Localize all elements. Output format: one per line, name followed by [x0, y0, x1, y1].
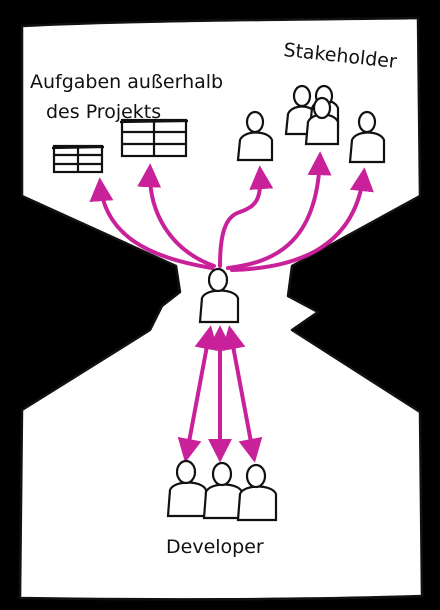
arrow-to-stakeholder-3 [230, 167, 374, 272]
developer-arrows [177, 325, 263, 463]
tasks-label-line2-visible: des Projekts [46, 101, 161, 123]
tasks-label-line1: Aufgaben außerhalb [30, 71, 223, 93]
arrow-dev-right [221, 325, 263, 463]
stakeholder-person-icon [348, 110, 386, 164]
arrow-to-task-2 [137, 163, 216, 268]
arrow-to-task-1 [89, 177, 214, 270]
task-box-icon [51, 144, 105, 174]
arrow-to-stakeholder-2 [226, 151, 332, 270]
upward-arrows [89, 151, 374, 272]
developer-group-icon [166, 459, 278, 522]
stakeholder-group-icon [284, 84, 340, 146]
task-box-icon [119, 118, 189, 158]
stakeholder-person-icon [236, 110, 274, 162]
arrow-to-stakeholder-1 [218, 165, 274, 268]
developer-label: Developer [166, 536, 264, 558]
manager-person-icon [198, 267, 240, 324]
arrow-dev-left [177, 325, 219, 463]
